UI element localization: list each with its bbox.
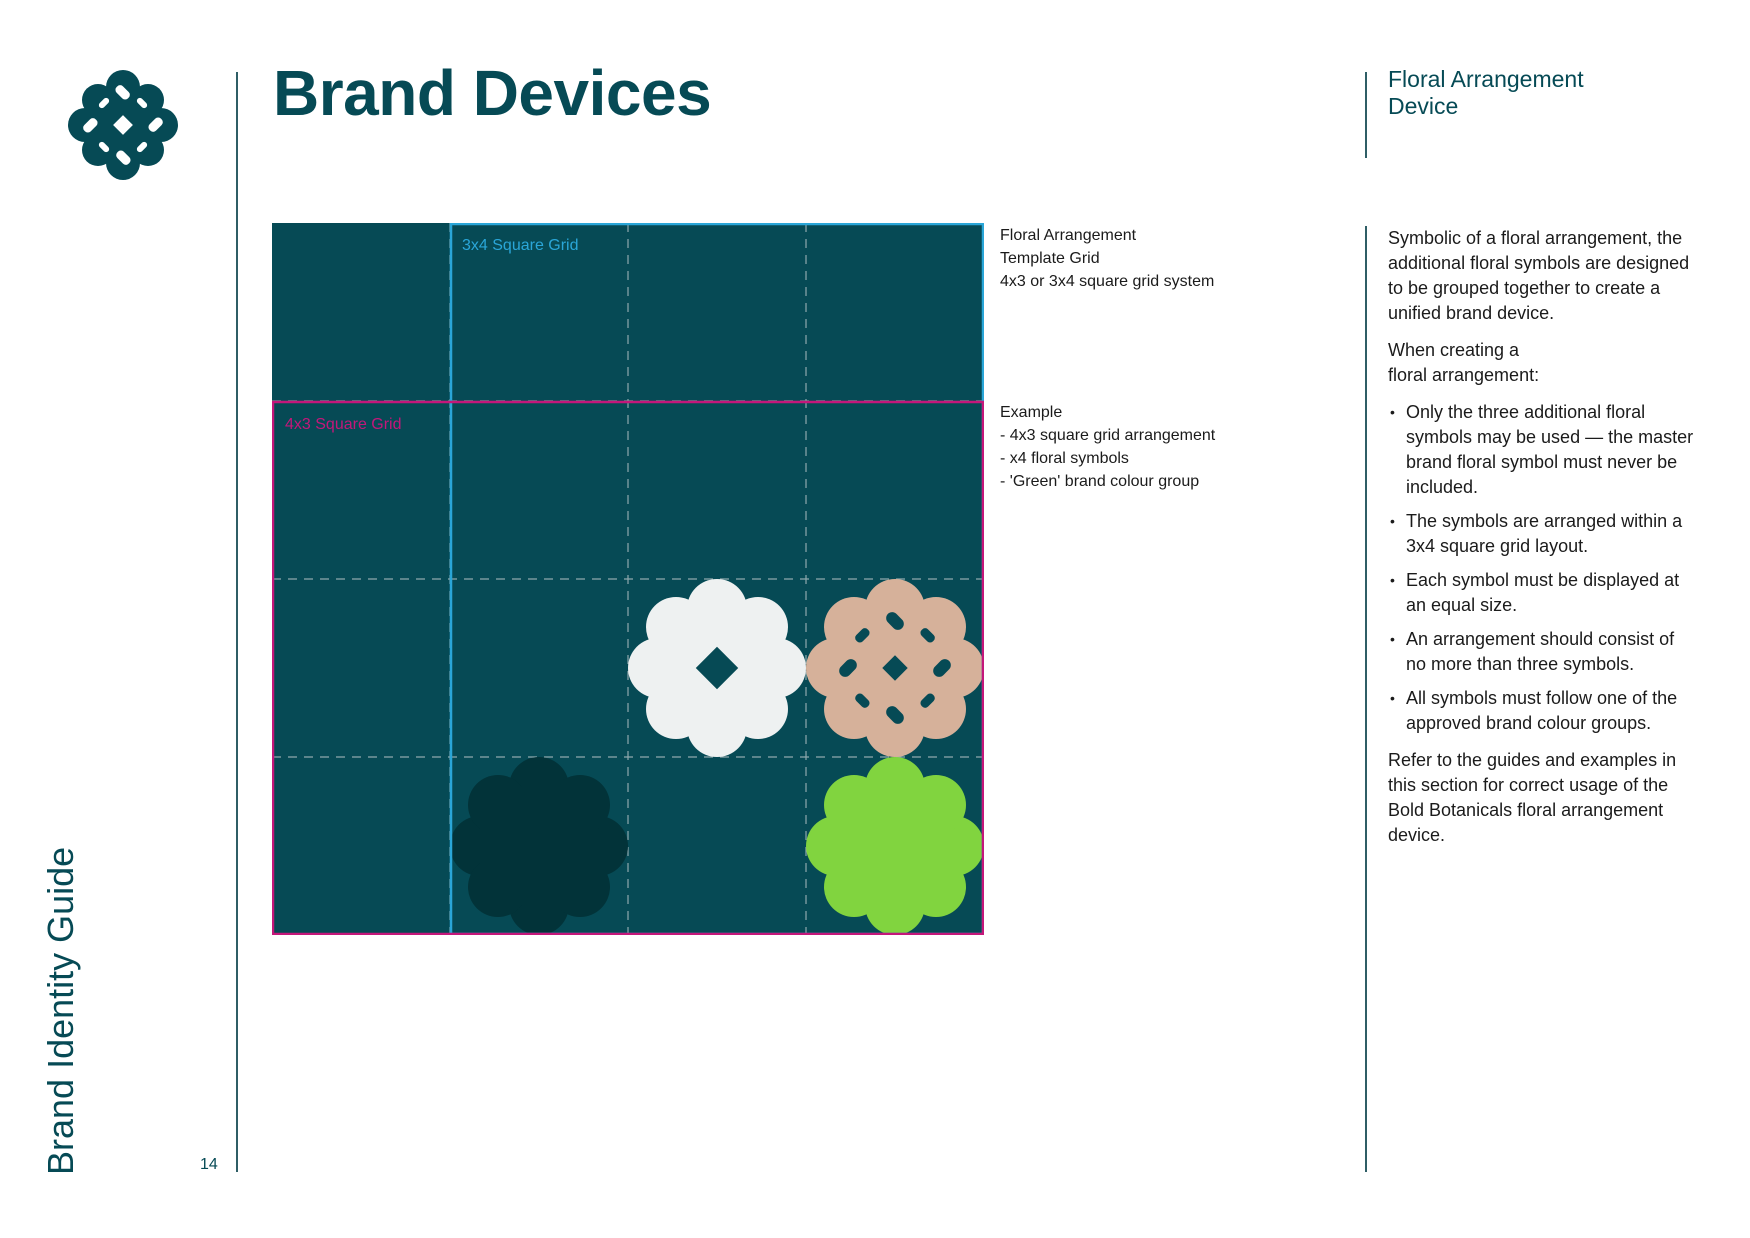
peach-floral-symbol [806, 579, 984, 757]
right-header-divider [1365, 72, 1367, 158]
left-divider [236, 72, 238, 1172]
rules-list: Only the three additional floral symbols… [1388, 400, 1698, 736]
intro-paragraph: Symbolic of a floral arrangement, the ad… [1388, 228, 1690, 323]
lead-paragraph: When creating a floral arrangement: [1388, 340, 1540, 385]
label-line: - x4 floral symbols [1000, 450, 1129, 467]
label-line: - 'Green' brand colour group [1000, 473, 1200, 490]
section-title: Floral Arrangement Device [1388, 66, 1584, 119]
page-number: 14 [200, 1156, 218, 1173]
list-item: All symbols must follow one of the appro… [1390, 686, 1698, 736]
label-line: - 4x3 square grid arrangement [1000, 427, 1216, 444]
body-text: Symbolic of a floral arrangement, the ad… [1388, 226, 1698, 860]
floral-arrangement-grid: 3x4 Square Grid 4x3 Square Grid [272, 223, 984, 935]
list-item: Only the three additional floral symbols… [1390, 400, 1698, 500]
grid-4x3-label: 4x3 Square Grid [285, 416, 402, 433]
grid-3x4-label: 3x4 Square Grid [462, 237, 579, 254]
list-item: The symbols are arranged within a 3x4 sq… [1390, 509, 1698, 559]
label-line: Template Grid [1000, 250, 1100, 267]
page-title: Brand Devices [273, 57, 712, 129]
label-line: 4x3 or 3x4 square grid system [1000, 273, 1215, 290]
label-line: Floral Arrangement [1000, 227, 1137, 244]
white-floral-symbol [628, 579, 806, 757]
list-item: An arrangement should consist of no more… [1390, 627, 1698, 677]
right-body-divider [1365, 226, 1367, 1172]
vertical-guide-title: Brand Identity Guide [40, 846, 81, 1175]
grid-4x3-outline [272, 400, 984, 935]
brand-logo-icon [68, 70, 178, 180]
template-grid-label: Floral Arrangement Template Grid 4x3 or … [1000, 224, 1214, 293]
list-item: Each symbol must be displayed at an equa… [1390, 568, 1698, 618]
outro-paragraph: Refer to the guides and examples in this… [1388, 750, 1677, 845]
example-label: Example - 4x3 square grid arrangement - … [1000, 401, 1215, 493]
label-line: Example [1000, 404, 1063, 421]
